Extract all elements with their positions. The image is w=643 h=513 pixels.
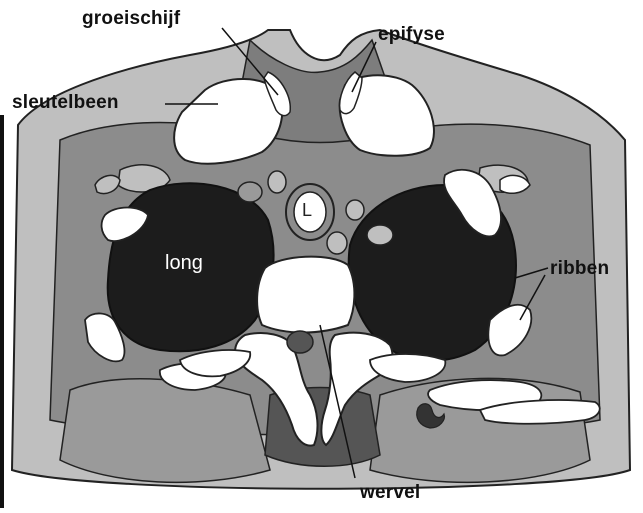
label-clavicle: sleutelbeen (12, 92, 119, 114)
label-growth-plate: groeischijf (82, 8, 180, 30)
vessel-small-1 (268, 171, 286, 193)
label-vertebra: wervel (360, 482, 420, 504)
label-ribs: ribben (550, 258, 609, 280)
label-trachea: L (302, 200, 312, 221)
label-lung: long (165, 252, 203, 275)
left-edge-strip (0, 115, 4, 508)
vessel-small-3 (327, 232, 347, 254)
label-epiphysis: epifyse (378, 24, 445, 46)
vessel-small-5 (238, 182, 262, 202)
vessel-small-4 (367, 225, 393, 245)
back-muscles (60, 379, 270, 483)
spinal-cord (287, 331, 313, 353)
vertebral-body (257, 257, 354, 333)
vessel-small-2 (346, 200, 364, 220)
